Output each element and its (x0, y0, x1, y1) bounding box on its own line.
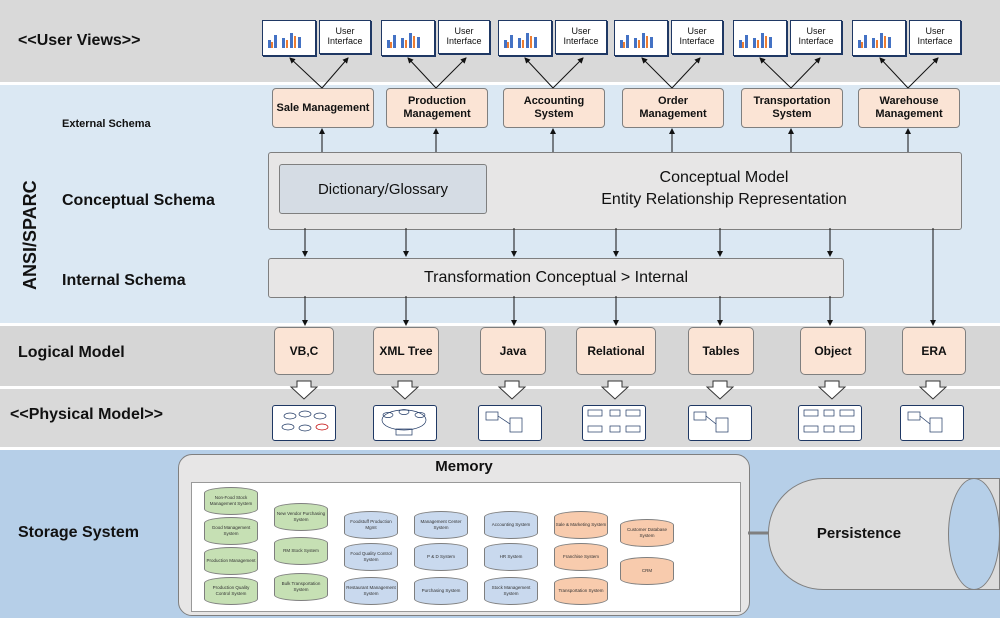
user-view-5: User Interface (733, 20, 845, 56)
system-cylinder: Sale & Marketing System (554, 511, 608, 539)
system-cylinder: New Vendor Purchasing System (274, 503, 328, 531)
user-view-2: User Interface (381, 20, 493, 56)
chart-thumbnail-icon (614, 20, 668, 56)
system-cylinder: RM Stock System (274, 537, 328, 565)
chart-thumbnail-icon (262, 20, 316, 56)
user-view-3: User Interface (498, 20, 610, 56)
logical-model-box: Object (800, 327, 866, 375)
external-schema-box: Order Management (622, 88, 724, 128)
user-views-label: <<User Views>> (18, 32, 141, 49)
entity-relationship-text: Entity Relationship Representation (601, 191, 847, 208)
conceptual-model-text: Conceptual Model Entity Relationship Rep… (499, 167, 949, 211)
system-cylinder: Production Quality Control System (204, 577, 258, 605)
system-cylinder: Management Center System (414, 511, 468, 539)
storage-system-label: Storage System (18, 524, 139, 541)
system-cylinder: P & D System (414, 543, 468, 571)
conceptual-model-title: Conceptual Model (659, 169, 789, 186)
external-schema-box: Transportation System (741, 88, 843, 128)
logical-model-label: Logical Model (18, 344, 125, 361)
system-cylinder: Accounting System (484, 511, 538, 539)
system-cylinder: CRM (620, 557, 674, 585)
user-interface-label: User Interface (790, 20, 842, 54)
user-interface-label: User Interface (438, 20, 490, 54)
system-cylinder: Foodstuff Production Mgmt (344, 511, 398, 539)
logical-model-box: VB,C (274, 327, 334, 375)
logical-model-box: Java (480, 327, 546, 375)
system-cylinder: Good Management System (204, 517, 258, 545)
external-schema-box: Production Management (386, 88, 488, 128)
conceptual-schema-label: Conceptual Schema (62, 192, 215, 209)
physical-diagram-thumbnail (688, 405, 752, 441)
logical-model-box: ERA (902, 327, 966, 375)
user-interface-label: User Interface (319, 20, 371, 54)
physical-diagram-thumbnail (582, 405, 646, 441)
system-cylinder: Food Quality Control System (344, 543, 398, 571)
external-schema-box: Accounting System (503, 88, 605, 128)
user-interface-label: User Interface (909, 20, 961, 54)
system-cylinder: Stock Management System (484, 577, 538, 605)
physical-diagram-thumbnail (900, 405, 964, 441)
user-view-6: User Interface (852, 20, 964, 56)
conceptual-model-box: Dictionary/Glossary Conceptual Model Ent… (268, 152, 962, 230)
internal-schema-label: Internal Schema (62, 272, 186, 289)
user-interface-label: User Interface (671, 20, 723, 54)
systems-panel: Non-Food Stock Management System Good Ma… (191, 482, 741, 612)
transformation-box: Transformation Conceptual > Internal (268, 258, 844, 298)
system-cylinder: Non-Food Stock Management System (204, 487, 258, 515)
system-cylinder: Purchasing System (414, 577, 468, 605)
user-view-1: User Interface (262, 20, 374, 56)
external-schema-box: Warehouse Management (858, 88, 960, 128)
persistence-end-cap (948, 478, 1000, 590)
logical-model-box: Relational (576, 327, 656, 375)
system-cylinder: Bulk Transportation System (274, 573, 328, 601)
system-cylinder: Franchise System (554, 543, 608, 571)
chart-thumbnail-icon (381, 20, 435, 56)
logical-model-box: Tables (688, 327, 754, 375)
chart-thumbnail-icon (498, 20, 552, 56)
memory-title: Memory (435, 458, 493, 475)
system-cylinder: Transportation System (554, 577, 608, 605)
user-view-4: User Interface (614, 20, 726, 56)
chart-thumbnail-icon (733, 20, 787, 56)
user-interface-label: User Interface (555, 20, 607, 54)
system-cylinder: Restaurant Management System (344, 577, 398, 605)
system-cylinder: HR System (484, 543, 538, 571)
physical-diagram-thumbnail (798, 405, 862, 441)
external-schema-label: External Schema (62, 118, 151, 130)
memory-box: Memory Non-Food Stock Management System … (178, 454, 750, 616)
dictionary-box: Dictionary/Glossary (279, 164, 487, 214)
logical-model-box: XML Tree (373, 327, 439, 375)
physical-diagram-thumbnail (478, 405, 542, 441)
system-cylinder: Production Management (204, 547, 258, 575)
external-schema-box: Sale Management (272, 88, 374, 128)
physical-model-label: <<Physical Model>> (10, 406, 163, 423)
persistence-label: Persistence (816, 525, 902, 542)
system-cylinder: Customer Database System (620, 519, 674, 547)
chart-thumbnail-icon (852, 20, 906, 56)
